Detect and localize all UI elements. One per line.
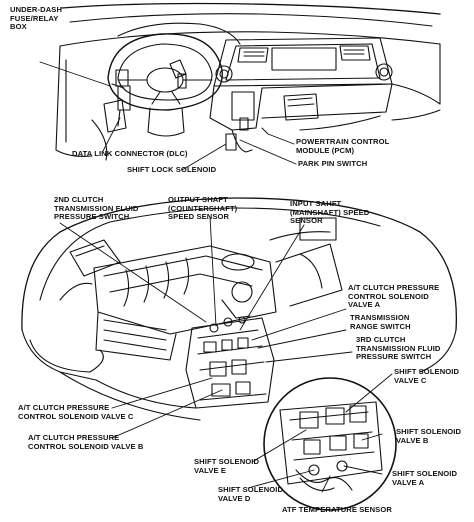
label-shift-solenoid-valve-d: SHIFT SOLENOID VALVE D <box>218 485 284 503</box>
label-output-shaft-speed-sensor: OUTPUT SHAFT (COUNTERSHAFT) SPEED SENSOR <box>168 195 238 222</box>
label-at-clutch-pressure-valve-c: A/T CLUTCH PRESSURE CONTROL SOLENOID VAL… <box>18 403 134 421</box>
label-at-clutch-pressure-valve-a: A/T CLUTCH PRESSURE CONTROL SOLENOID VAL… <box>348 283 440 310</box>
engine-bay-illustration <box>21 197 458 421</box>
detail-circle-illustration <box>263 377 397 511</box>
label-shift-solenoid-valve-e: SHIFT SOLENOID VALVE E <box>194 457 260 475</box>
label-shift-solenoid-valve-b: SHIFT SOLENOID VALVE B <box>396 427 462 445</box>
label-powertrain-control-module: POWERTRAIN CONTROL MODULE (PCM) <box>296 137 390 155</box>
label-shift-solenoid-valve-a: SHIFT SOLENOID VALVE A <box>392 469 458 487</box>
label-shift-solenoid-valve-c: SHIFT SOLENOID VALVE C <box>394 367 460 385</box>
label-shift-lock-solenoid: SHIFT LOCK SOLENOID <box>127 165 217 174</box>
label-under-dash-fuse-relay-box: UNDER-DASH FUSE/RELAY BOX <box>10 5 63 32</box>
label-transmission-range-switch: TRANSMISSION RANGE SWITCH <box>350 313 411 331</box>
leader-lines-bottom <box>59 216 393 493</box>
label-park-pin-switch: PARK PIN SWITCH <box>298 159 368 168</box>
label-input-shaft-speed-sensor: INPUT SAHFT (MAINSHAFT) SPEED SENSOR <box>290 199 370 226</box>
label-atf-temperature-sensor: ATF TEMPERATURE SENSOR <box>282 505 392 514</box>
label-data-link-connector: DATA LINK CONNECTOR (DLC) <box>72 149 188 158</box>
leader-lines-top <box>39 61 297 171</box>
label-at-clutch-pressure-valve-b: A/T CLUTCH PRESSURE CONTROL SOLENOID VAL… <box>28 433 144 451</box>
label-3rd-clutch-pressure-switch: 3RD CLUTCH TRANSMISSION FLUID PRESSURE S… <box>356 335 441 362</box>
transmission-illustration <box>185 316 275 409</box>
dashboard-illustration <box>55 2 441 161</box>
label-2nd-clutch-pressure-switch: 2ND CLUTCH TRANSMISSION FLUID PRESSURE S… <box>54 195 139 222</box>
